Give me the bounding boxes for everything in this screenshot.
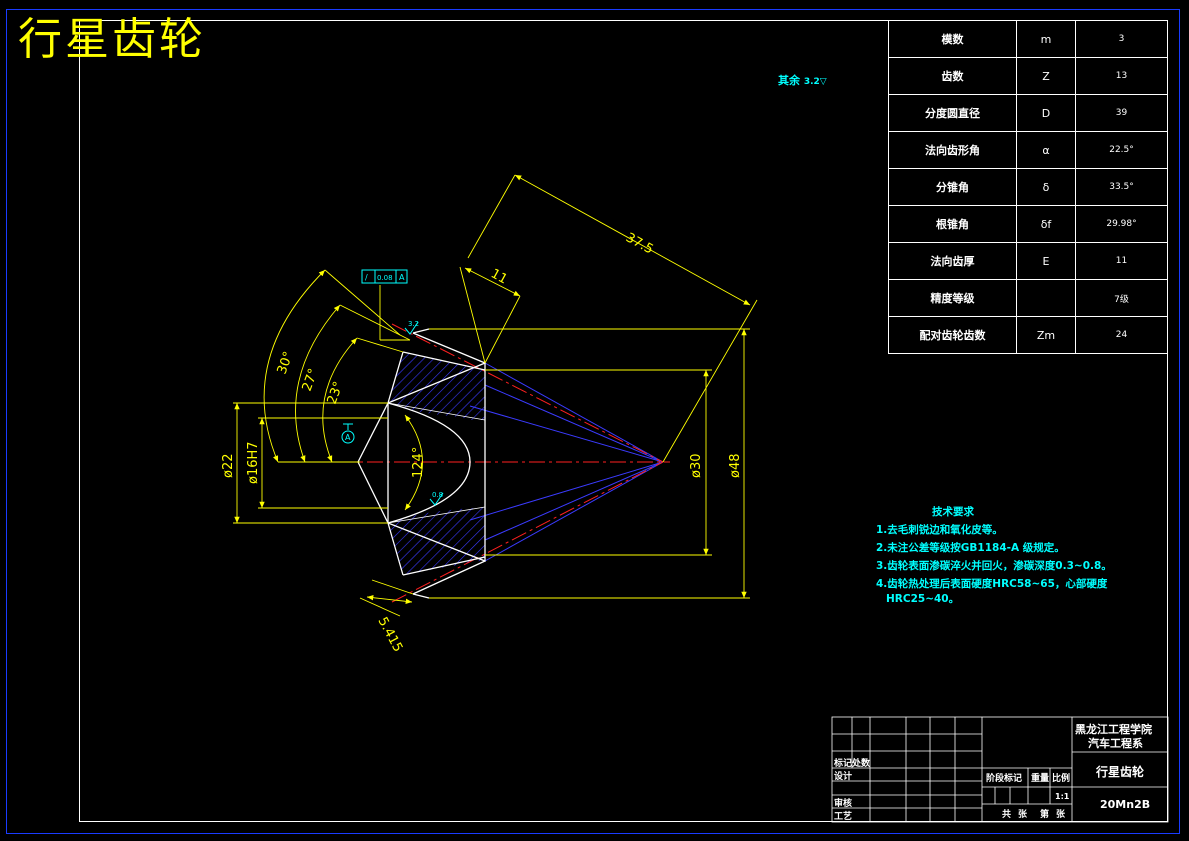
param-symbol: Zm bbox=[1016, 316, 1076, 354]
param-name: 模数 bbox=[888, 20, 1017, 58]
tb-scale-value: 1:1 bbox=[1055, 792, 1070, 801]
tb-dept: 汽车工程系 bbox=[1088, 736, 1143, 750]
tb-material: 20Mn2B bbox=[1100, 798, 1150, 811]
title-block-grid bbox=[831, 716, 1169, 823]
general-roughness-note: 其余 3.2▽ bbox=[778, 72, 827, 88]
tolerance-frame: / 0.08 A bbox=[361, 269, 408, 284]
lower-section-hatch bbox=[388, 507, 485, 575]
roughness-mark-icon-2 bbox=[429, 492, 444, 506]
tech-item: 4.齿轮热处理后表面硬度HRC58~65，心部硬度 bbox=[876, 578, 1108, 590]
tolerance-datum: A bbox=[399, 273, 405, 282]
tb-mark-label: 标记处数 bbox=[833, 757, 871, 769]
datum-label: A bbox=[345, 433, 351, 442]
outer-border bbox=[6, 9, 1180, 834]
pitch-cone-lines bbox=[469, 362, 664, 562]
roughness-value: 3.2 bbox=[803, 77, 820, 87]
tolerance-symbol-icon: / bbox=[365, 273, 368, 282]
tech-item: 1.去毛刺锐边和氧化皮等。 bbox=[876, 524, 1003, 536]
dim-diameter-22: ø22 bbox=[221, 454, 236, 479]
param-name: 根锥角 bbox=[888, 205, 1017, 243]
tb-page-unit: 张 bbox=[1056, 808, 1066, 820]
tb-design: 设计 bbox=[834, 770, 852, 782]
tech-item: 3.齿轮表面渗碳淬火并回火，渗碳深度0.3~0.8。 bbox=[876, 560, 1112, 572]
tb-review: 审核 bbox=[834, 797, 852, 809]
param-name: 精度等级 bbox=[888, 279, 1017, 317]
gear-outline bbox=[357, 328, 486, 599]
param-name: 法向齿厚 bbox=[888, 242, 1017, 280]
tb-process: 工艺 bbox=[834, 810, 852, 822]
drawing-title: 行星齿轮 bbox=[18, 14, 206, 65]
param-name: 法向齿形角 bbox=[888, 131, 1017, 169]
param-value: 13 bbox=[1075, 57, 1168, 95]
roughness-label: 其余 bbox=[778, 74, 800, 87]
dim-diameter-16h7: ø16H7 bbox=[246, 441, 261, 484]
dimension-lines bbox=[233, 174, 758, 617]
dim-angle-27: 27° bbox=[300, 367, 322, 394]
dim-angle-30: 30° bbox=[275, 350, 297, 377]
technical-requirements: 技术要求 1.去毛刺锐边和氧化皮等。 2.未注公差等级按GB1184-A 级规定… bbox=[876, 503, 1112, 605]
surface-roughness-2: 0.8 bbox=[432, 491, 443, 499]
param-value: 33.5° bbox=[1075, 168, 1168, 206]
param-symbol: δf bbox=[1016, 205, 1076, 243]
tb-total-label: 共 bbox=[1002, 808, 1011, 820]
param-value: 39 bbox=[1075, 94, 1168, 132]
tb-scale-label: 比例 bbox=[1052, 772, 1070, 784]
tb-weight-label: 重量 bbox=[1031, 772, 1049, 784]
tb-part-name: 行星齿轮 bbox=[1095, 764, 1145, 779]
tb-school: 黑龙江工程学院 bbox=[1075, 722, 1152, 736]
dim-length-11: 11 bbox=[488, 266, 510, 287]
dim-diameter-30: ø30 bbox=[689, 454, 704, 479]
param-value: 3 bbox=[1075, 20, 1168, 58]
param-name: 配对齿轮齿数 bbox=[888, 316, 1017, 354]
roughness-mark-icon bbox=[404, 321, 419, 335]
roughness-symbol-icon: 3.2▽ bbox=[803, 77, 827, 87]
dim-length-5-415: 5.415 bbox=[374, 615, 405, 655]
param-symbol: δ bbox=[1016, 168, 1076, 206]
drawing-frame bbox=[79, 20, 1168, 822]
dim-length-37-5: 37.5 bbox=[623, 230, 656, 257]
param-value: 11 bbox=[1075, 242, 1168, 280]
surface-roughness-1: 3.2 bbox=[408, 320, 419, 328]
tech-item: HRC25~40。 bbox=[886, 593, 960, 605]
param-name: 齿数 bbox=[888, 57, 1017, 95]
datum-symbol: A bbox=[341, 423, 355, 444]
dim-angle-124: 124° bbox=[411, 447, 426, 478]
param-symbol: D bbox=[1016, 94, 1076, 132]
upper-section-hatch bbox=[388, 352, 485, 420]
tolerance-value: 0.08 bbox=[377, 274, 393, 282]
centerlines bbox=[340, 323, 670, 603]
tb-page-label: 第 bbox=[1040, 808, 1049, 820]
tech-item: 2.未注公差等级按GB1184-A 级规定。 bbox=[876, 542, 1065, 554]
param-value: 24 bbox=[1075, 316, 1168, 354]
param-symbol bbox=[1016, 279, 1076, 317]
param-symbol: E bbox=[1016, 242, 1076, 280]
tb-sheet-unit: 张 bbox=[1018, 808, 1028, 820]
tb-stage-label: 阶段标记 bbox=[986, 772, 1022, 784]
tech-heading: 技术要求 bbox=[932, 506, 974, 518]
dim-angle-23: 23° bbox=[325, 380, 347, 407]
dim-diameter-48: ø48 bbox=[728, 454, 743, 479]
